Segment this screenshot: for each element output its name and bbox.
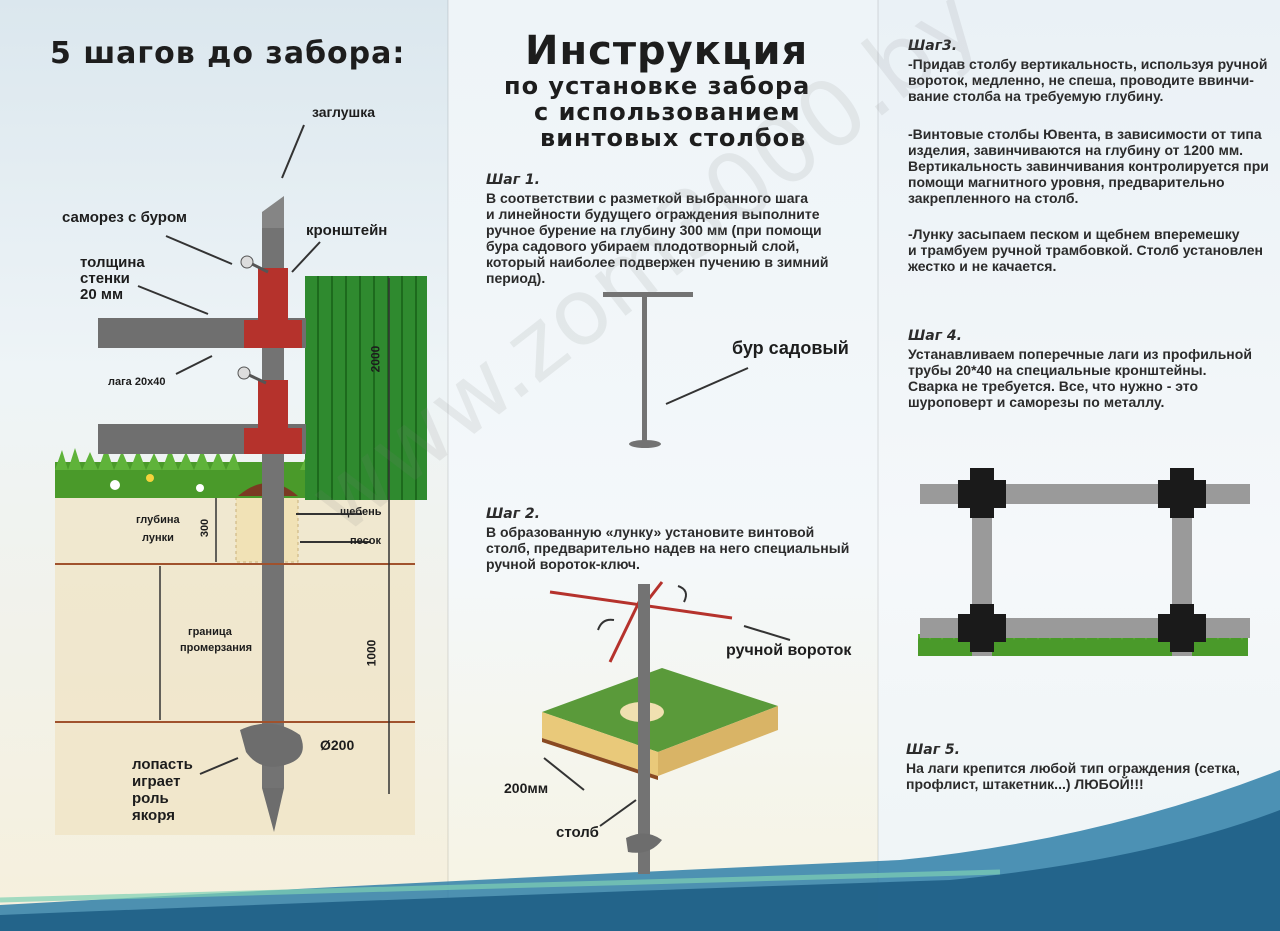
step2-line: В образованную «лунку» установите винтов… bbox=[486, 524, 815, 540]
gravel-label: щебень bbox=[340, 506, 382, 518]
step3b-text: -Винтовые столбы Ювента, в зависимости о… bbox=[908, 126, 1276, 206]
step3c-line: и трамбуем ручной трамбовкой. Столб уста… bbox=[908, 242, 1263, 258]
step3b-line: Вертикальность завинчивания контролирует… bbox=[908, 158, 1269, 174]
bracket-label: кронштейн bbox=[306, 222, 388, 239]
main-title: Инструкция bbox=[525, 28, 809, 74]
fold-line-right bbox=[877, 0, 879, 931]
step2-text: В образованную «лунку» установите винтов… bbox=[486, 524, 871, 572]
step2-line: ручной вороток-ключ. bbox=[486, 556, 640, 572]
step3b-line: -Винтовые столбы Ювента, в зависимости о… bbox=[908, 126, 1262, 142]
step3-line: -Придав столбу вертикальность, используя… bbox=[908, 56, 1268, 72]
frost-label-1: граница bbox=[188, 626, 232, 638]
step1-line: который наиболее подвержен пучению в зим… bbox=[486, 254, 829, 270]
step3b-line: изделия, завинчиваются на глубину от 120… bbox=[908, 142, 1244, 158]
blade-label-2: играет bbox=[132, 773, 181, 790]
step4-line: шуроповерт и саморезы по металлу. bbox=[908, 394, 1165, 410]
step1-line: В соответствии с разметкой выбранного ша… bbox=[486, 190, 809, 206]
step4-line: Сварка не требуется. Все, что нужно - эт… bbox=[908, 378, 1199, 394]
diameter-label: Ø200 bbox=[320, 737, 355, 753]
step3b-line: закрепленного на столб. bbox=[908, 190, 1079, 206]
blade-label-1: лопасть bbox=[132, 756, 193, 773]
step5-heading: Шаг 5. bbox=[906, 742, 960, 758]
post-label: столб bbox=[556, 824, 599, 841]
right-panel bbox=[878, 0, 1280, 931]
step2-heading: Шаг 2. bbox=[486, 506, 540, 522]
step4-text: Устанавливаем поперечные лаги из профиль… bbox=[908, 346, 1276, 410]
step1-text: В соответствии с разметкой выбранного ша… bbox=[486, 190, 871, 286]
blade-label-3: роль bbox=[132, 790, 169, 807]
step4-line: трубы 20*40 на специальные кронштейны. bbox=[908, 362, 1207, 378]
frost-label-2: промерзания bbox=[180, 642, 253, 654]
beam-label: лага 20х40 bbox=[108, 376, 166, 388]
fold-line-left bbox=[447, 0, 449, 931]
step1-heading: Шаг 1. bbox=[486, 172, 540, 188]
step4-heading: Шаг 4. bbox=[908, 328, 962, 344]
step3-text: -Придав столбу вертикальность, используя… bbox=[908, 56, 1276, 104]
wall-label-2: стенки bbox=[80, 270, 130, 287]
step3c-line: -Лунку засыпаем песком и щебнем вперемеш… bbox=[908, 226, 1240, 242]
cap-label: заглушка bbox=[312, 104, 375, 120]
step1-line: бура садового убираем плодотворный слой, bbox=[486, 238, 800, 254]
subtitle-line-2: с использованием bbox=[534, 98, 801, 126]
middle-panel bbox=[448, 0, 878, 931]
subtitle-line-3: винтовых столбов bbox=[540, 124, 807, 152]
screw-label: саморез с буром bbox=[62, 209, 188, 226]
wall-label-3: 20 мм bbox=[80, 286, 124, 303]
step3-line: вание столба на требуемую глубину. bbox=[908, 88, 1164, 104]
auger-label: бур садовый bbox=[732, 338, 849, 358]
size-label: 200мм bbox=[504, 780, 549, 796]
step4-line: Устанавливаем поперечные лаги из профиль… bbox=[908, 346, 1252, 362]
step1-line: ручное бурение на глубину 300 мм (при по… bbox=[486, 222, 822, 238]
depth-label-1: глубина bbox=[136, 514, 180, 526]
step1-line: и линейности будущего ограждения выполни… bbox=[486, 206, 820, 222]
blade-label-4: якоря bbox=[132, 807, 175, 824]
step3b-line: помощи магнитного уровня, предварительно bbox=[908, 174, 1225, 190]
step2-line: столб, предварительно надев на него спец… bbox=[486, 540, 850, 556]
subtitle-line-1: по установке забора bbox=[504, 72, 811, 100]
left-title: 5 шагов до забора: bbox=[50, 36, 406, 71]
step3c-line: жестко и не качается. bbox=[908, 258, 1057, 274]
step3-heading: Шаг3. bbox=[908, 38, 958, 54]
step1-line: период). bbox=[486, 270, 546, 286]
step5-line: На лаги крепится любой тип ограждения (с… bbox=[906, 760, 1240, 776]
sand-label: песок bbox=[350, 535, 381, 547]
step5-line: профлист, штакетник...) ЛЮБОЙ!!! bbox=[906, 776, 1144, 792]
step5-text: На лаги крепится любой тип ограждения (с… bbox=[906, 760, 1276, 792]
step3c-text: -Лунку засыпаем песком и щебнем вперемеш… bbox=[908, 226, 1276, 274]
handle-label: ручной вороток bbox=[726, 642, 852, 659]
step3-line: вороток, медленно, не спеша, проводите в… bbox=[908, 72, 1254, 88]
wall-label-1: толщина bbox=[80, 254, 145, 271]
depth-label-2: лунки bbox=[142, 532, 174, 544]
